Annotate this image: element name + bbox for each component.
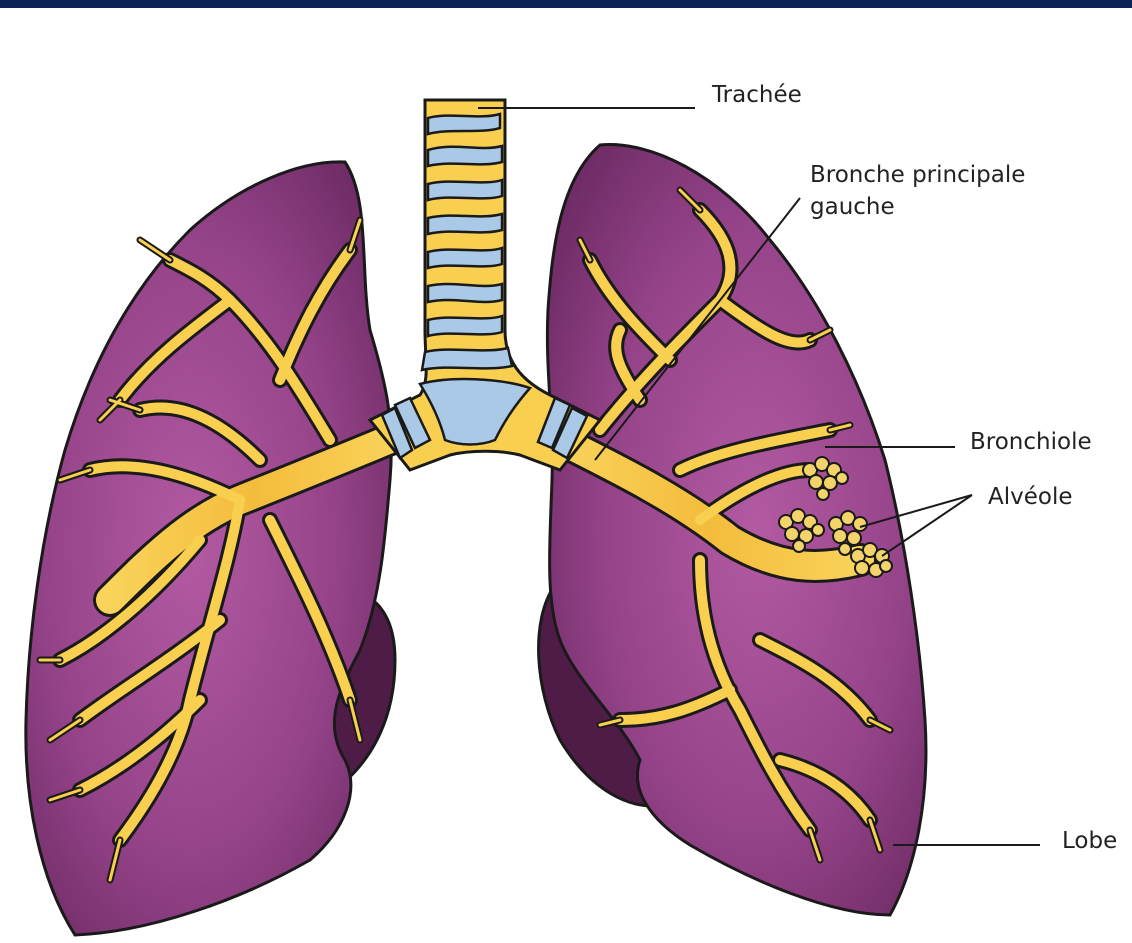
label-main-bronchus-line1: Bronche principale <box>810 162 1025 188</box>
label-bronchiole: Bronchiole <box>970 429 1092 455</box>
label-alveolus: Alvéole <box>988 484 1073 510</box>
label-trachea: Trachée <box>711 82 802 108</box>
label-lobe: Lobe <box>1062 828 1117 854</box>
label-main-bronchus-line2: gauche <box>810 194 895 220</box>
